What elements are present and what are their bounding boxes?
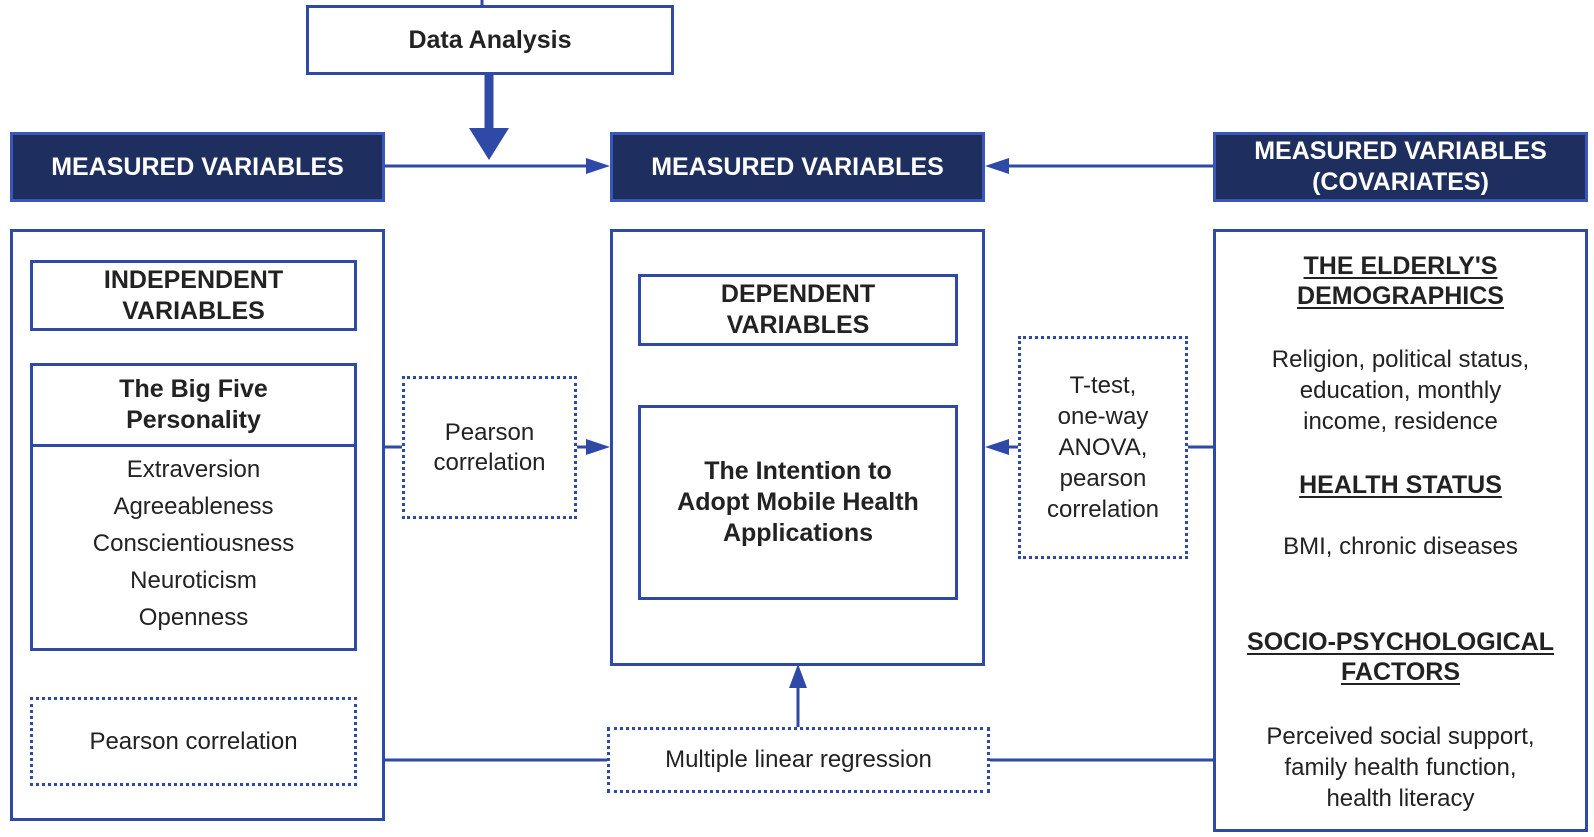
- independent-variables-box: INDEPENDENT VARIABLES: [30, 260, 357, 331]
- intention-box: The Intention to Adopt Mobile Health App…: [638, 405, 958, 600]
- header-label: MEASURED VARIABLES (COVARIATES): [1254, 137, 1547, 196]
- big-five-title: The Big Five Personality: [33, 366, 354, 447]
- arrowhead-right: [586, 158, 610, 174]
- data-analysis-label: Data Analysis: [408, 25, 572, 54]
- arrowhead-left: [985, 439, 1009, 455]
- big-five-title-label: The Big Five Personality: [119, 375, 268, 434]
- tests-connector: T-test, one-way ANOVA, pearson correlati…: [1018, 336, 1188, 559]
- trait-item: Agreeableness: [113, 493, 274, 520]
- health-status-body-text: BMI, chronic diseases: [1283, 533, 1518, 560]
- demographics-title: THE ELDERLY'S DEMOGRAPHICS: [1213, 250, 1588, 312]
- regression-connector: Multiple linear regression: [607, 727, 990, 793]
- regression-label: Multiple linear regression: [665, 746, 932, 773]
- socio-psychological-body-text: Perceived social support, family health …: [1266, 722, 1535, 812]
- trait-item: Openness: [138, 604, 249, 631]
- pearson-connector-label: Pearson correlation: [433, 418, 546, 476]
- health-status-title-label: HEALTH STATUS: [1299, 471, 1502, 499]
- pearson-correlation-connector: Pearson correlation: [402, 376, 577, 519]
- right-panel: [1213, 229, 1588, 832]
- socio-psychological-body: Perceived social support, family health …: [1213, 721, 1588, 813]
- socio-psychological-title-label: SOCIO-PSYCHOLOGICAL FACTORS: [1247, 628, 1554, 686]
- data-analysis-box: Data Analysis: [306, 5, 674, 75]
- big-five-box: The Big Five Personality Extraversion Ag…: [30, 363, 357, 651]
- demographics-body: Religion, political status, education, m…: [1213, 344, 1588, 436]
- arrowhead-right: [586, 439, 610, 455]
- demographics-title-label: THE ELDERLY'S DEMOGRAPHICS: [1297, 252, 1504, 310]
- pearson-correlation-label: Pearson correlation: [89, 727, 298, 755]
- dependent-variables-label: DEPENDENT VARIABLES: [720, 280, 876, 339]
- header-measured-variables-center: MEASURED VARIABLES: [610, 132, 985, 202]
- arrowhead-left: [985, 158, 1009, 174]
- trait-item: Neuroticism: [130, 567, 257, 594]
- dependent-variables-box: DEPENDENT VARIABLES: [638, 274, 958, 346]
- header-measured-variables-left: MEASURED VARIABLES: [10, 132, 385, 202]
- tests-connector-label: T-test, one-way ANOVA, pearson correlati…: [1046, 372, 1160, 523]
- health-status-body: BMI, chronic diseases: [1213, 531, 1588, 563]
- pearson-correlation-box: Pearson correlation: [30, 697, 357, 786]
- trait-list: Extraversion Agreeableness Conscientious…: [33, 447, 354, 636]
- header-label: MEASURED VARIABLES: [651, 152, 944, 181]
- arrowhead-up: [789, 664, 807, 688]
- demographics-body-text: Religion, political status, education, m…: [1271, 345, 1530, 435]
- header-label: MEASURED VARIABLES: [51, 152, 344, 181]
- independent-variables-label: INDEPENDENT VARIABLES: [103, 265, 284, 325]
- trait-item: Conscientiousness: [92, 530, 295, 557]
- arrowhead-down: [469, 128, 509, 160]
- socio-psychological-title: SOCIO-PSYCHOLOGICAL FACTORS: [1213, 626, 1588, 688]
- header-measured-variables-covariates: MEASURED VARIABLES (COVARIATES): [1213, 132, 1588, 202]
- health-status-title: HEALTH STATUS: [1213, 469, 1588, 501]
- trait-item: Extraversion: [126, 456, 261, 483]
- intention-label: The Intention to Adopt Mobile Health App…: [677, 457, 919, 547]
